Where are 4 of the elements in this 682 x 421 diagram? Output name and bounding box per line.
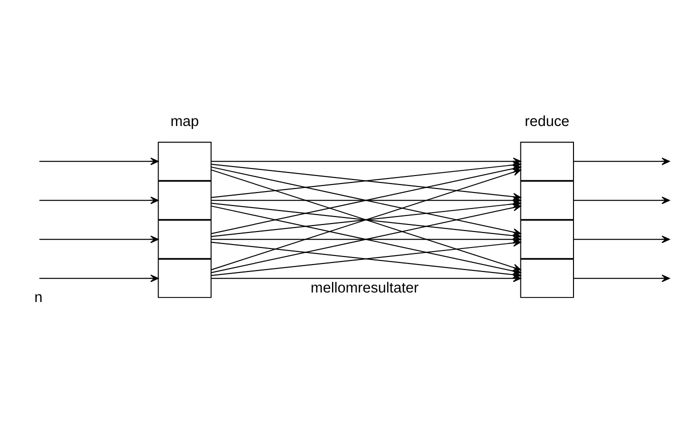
label: n	[34, 290, 43, 306]
label: map	[170, 114, 199, 130]
label: reduce	[524, 114, 570, 130]
label: mellomresultater	[310, 280, 419, 296]
